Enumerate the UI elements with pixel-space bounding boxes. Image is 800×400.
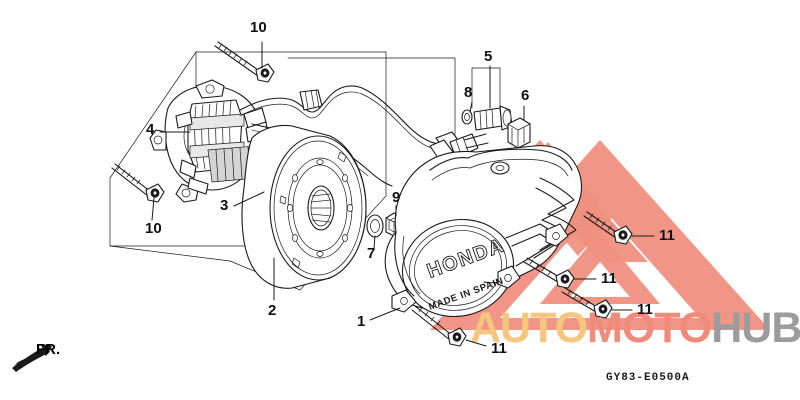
- callout-label-10-lower: 10: [145, 220, 162, 237]
- watermark-word-hub: HUB: [711, 304, 800, 352]
- cover-bolt-lower-11: [561, 287, 613, 319]
- callout-label-5: 5: [484, 48, 493, 65]
- callout-label-3: 3: [220, 197, 229, 214]
- callout-label-11-bottom: 11: [491, 340, 507, 357]
- callout-label-11-middle: 11: [601, 270, 617, 287]
- callout-label-2: 2: [268, 302, 277, 319]
- diagram-part-number: GY83-E0500A: [606, 372, 690, 384]
- callout-label-11-lower: 11: [637, 301, 653, 318]
- front-direction-arrow: [12, 344, 52, 372]
- callout-label-4: 4: [146, 121, 155, 138]
- callout-label-7: 7: [367, 245, 376, 262]
- wire-clamp-hardware: [461, 105, 531, 149]
- flywheel-washer-7: [366, 214, 384, 238]
- callout-leader-lines: [151, 41, 655, 347]
- callout-label-6: 6: [521, 87, 530, 104]
- left-crankcase-cover-1: [384, 145, 583, 318]
- callout-label-10-upper: 10: [250, 19, 267, 36]
- cover-bolt-middle-11: [523, 257, 575, 289]
- stator-assembly-4: [149, 79, 271, 203]
- cover-bolt-bottom-11: [411, 305, 467, 347]
- flywheel-rotor-3: [241, 124, 367, 289]
- callout-label-11-upper: 11: [659, 227, 675, 244]
- stator-bolt-lower-10: [111, 163, 165, 203]
- harness-boundary: [287, 57, 456, 161]
- callout-label-8: 8: [464, 84, 473, 101]
- watermark-word-auto: AUTO: [470, 304, 588, 352]
- stator-bolt-upper-10: [214, 41, 275, 83]
- callout-label-1: 1: [357, 313, 366, 330]
- front-orientation-label: FR.: [36, 341, 61, 358]
- callout-label-9: 9: [392, 189, 401, 206]
- watermark-wordmark: AUTOMOTOHUB: [470, 307, 800, 350]
- cover-bolt-upper-11: [583, 211, 633, 245]
